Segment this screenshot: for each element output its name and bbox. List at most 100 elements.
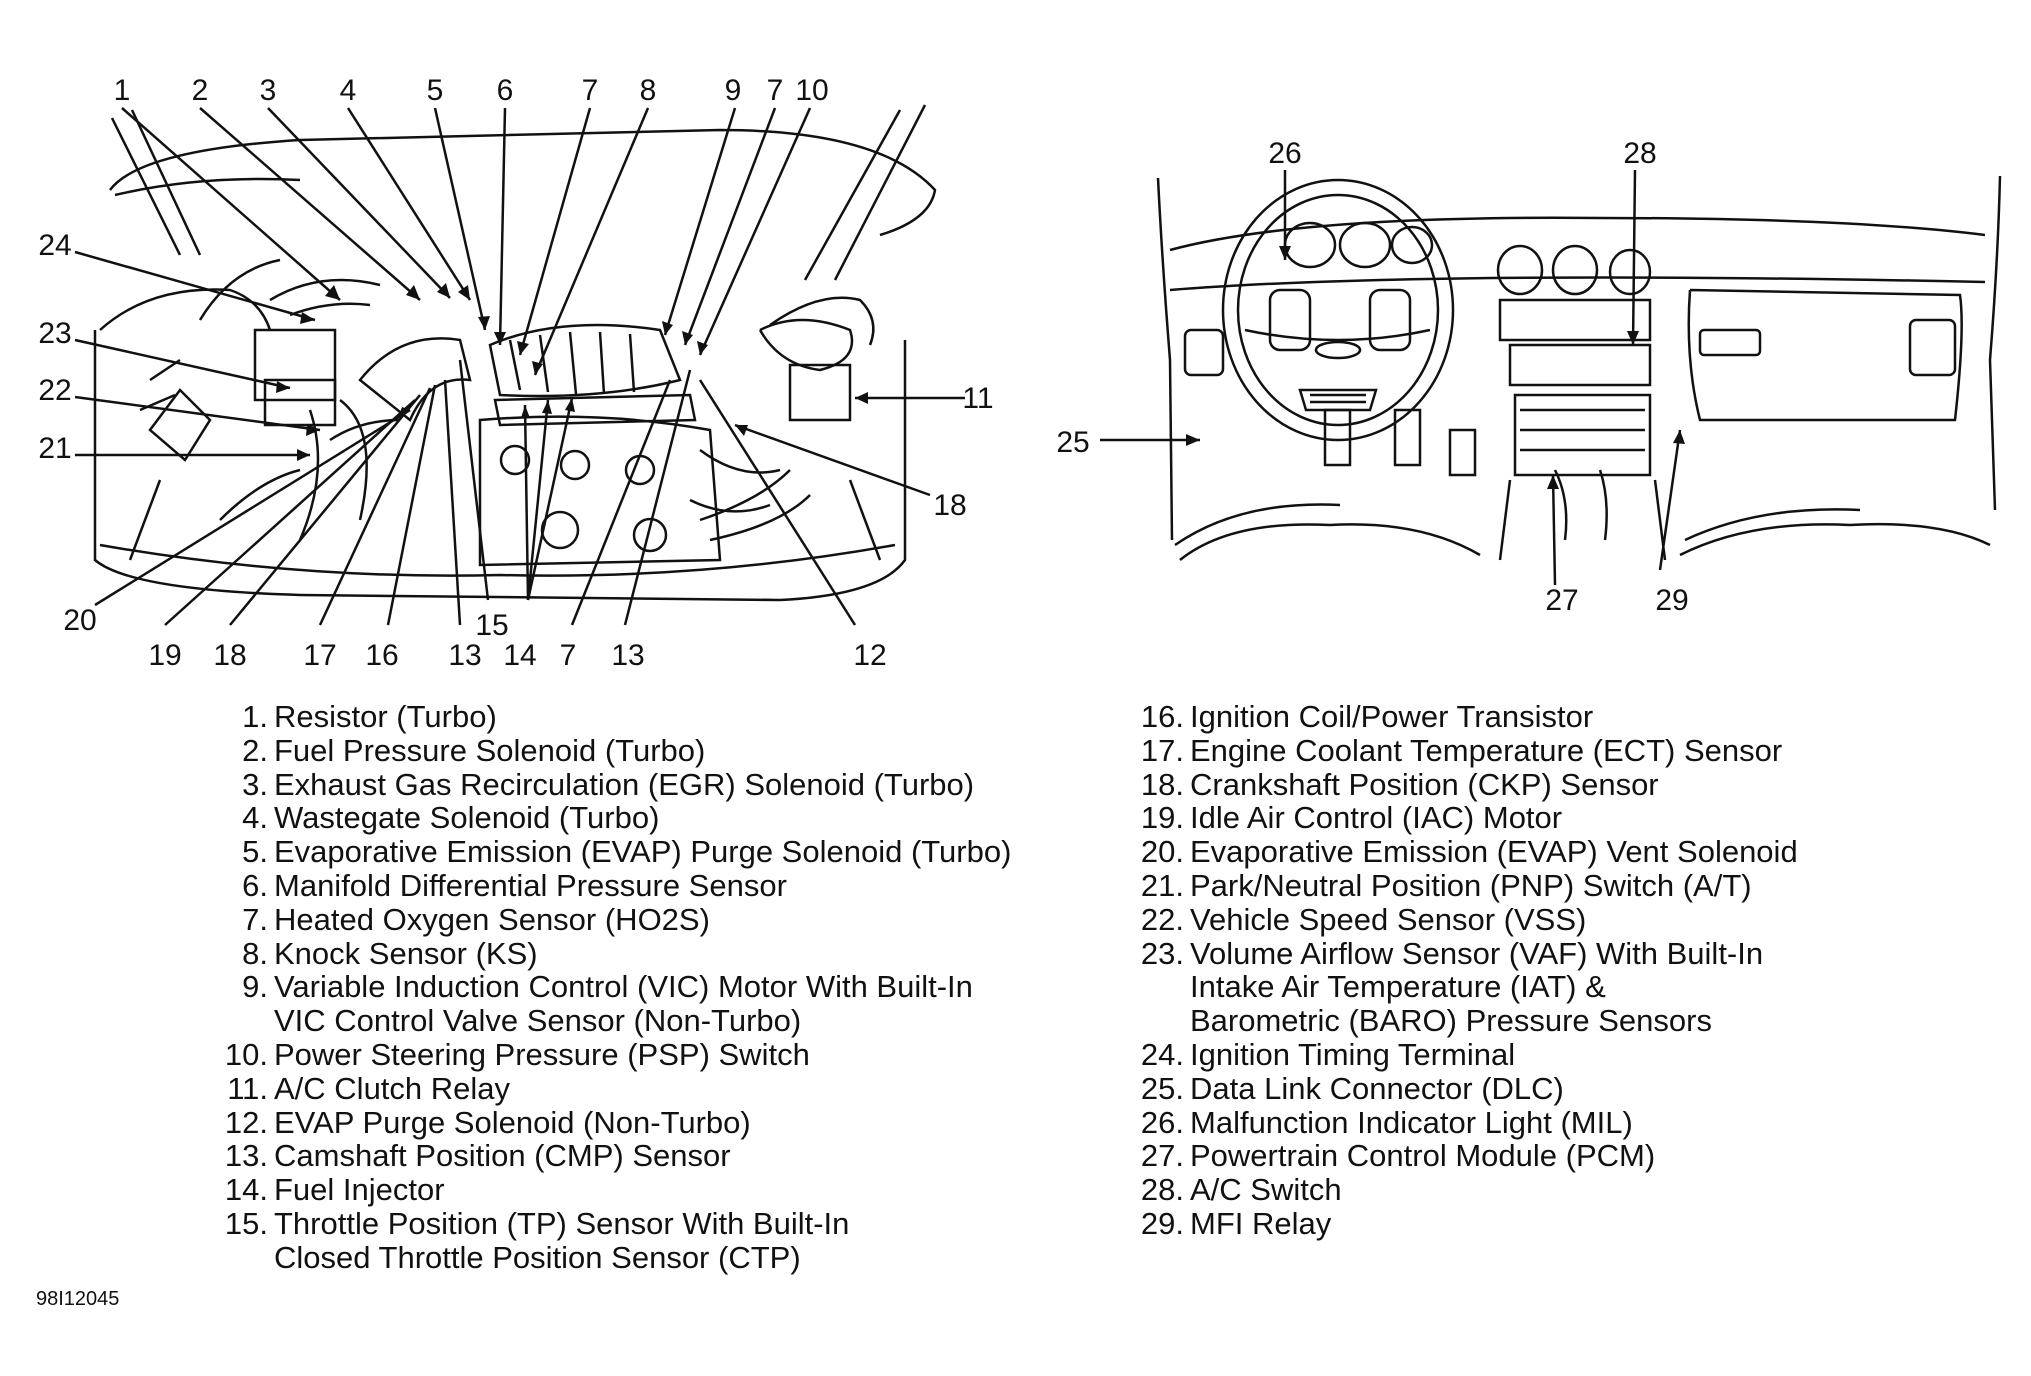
engine-callout-6: 6 bbox=[497, 74, 514, 107]
legend-item-number: 10. bbox=[224, 1036, 268, 1072]
legend-item-continuation: VIC Control Valve Sensor (Non-Turbo) bbox=[274, 1003, 802, 1039]
legend-item-number: 16. bbox=[1140, 699, 1184, 734]
engine-callout-17: 17 bbox=[303, 639, 336, 672]
legend-item: 16.Ignition Coil/Power Transistor bbox=[1128, 700, 1798, 734]
legend-item-text: Fuel Pressure Solenoid (Turbo) bbox=[274, 732, 706, 768]
legend-item-number: 5. bbox=[242, 834, 268, 870]
legend-item: 13.Camshaft Position (CMP) Sensor bbox=[210, 1139, 1011, 1173]
engine-callout-1: 1 bbox=[114, 74, 131, 107]
dash-callout-28: 28 bbox=[1623, 137, 1656, 170]
legend-item: 1.Resistor (Turbo) bbox=[210, 700, 1011, 734]
legend-item: 29.MFI Relay bbox=[1128, 1207, 1798, 1241]
engine-callout-leader-lines bbox=[74, 107, 965, 626]
legend-item: 12.EVAP Purge Solenoid (Non-Turbo) bbox=[210, 1105, 1011, 1140]
legend-item-text: Evaporative Emission (EVAP) Purge Soleno… bbox=[274, 834, 1012, 870]
legend-item: 9.Variable Induction Control (VIC) Motor… bbox=[210, 970, 1011, 1004]
engine-callout-22: 22 bbox=[38, 374, 71, 407]
legend-item: 5.Evaporative Emission (EVAP) Purge Sole… bbox=[210, 835, 1011, 869]
legend-item-text: Fuel Injector bbox=[274, 1172, 445, 1208]
legend-item-text: Wastegate Solenoid (Turbo) bbox=[274, 800, 660, 836]
engine-callout-12: 12 bbox=[853, 639, 886, 672]
legend-item: 22.Vehicle Speed Sensor (VSS) bbox=[1128, 902, 1798, 937]
legend-item-text: A/C Switch bbox=[1190, 1172, 1342, 1208]
legend-item-text: Park/Neutral Position (PNP) Switch (A/T) bbox=[1190, 867, 1752, 903]
legend-item-number: 9. bbox=[242, 969, 268, 1005]
legend-item-text: Power Steering Pressure (PSP) Switch bbox=[274, 1036, 810, 1072]
legend-item: 18.Crankshaft Position (CKP) Sensor bbox=[1128, 766, 1798, 802]
engine-callout-7: 7 bbox=[767, 74, 784, 107]
dash-callout-29: 29 bbox=[1655, 584, 1688, 617]
legend-item: 28.A/C Switch bbox=[1128, 1173, 1798, 1207]
legend-item-number: 15. bbox=[224, 1205, 268, 1241]
dashboard-illustration bbox=[1156, 175, 2002, 561]
engine-callout-13: 13 bbox=[611, 639, 644, 672]
legend-item-number: 14. bbox=[224, 1172, 268, 1208]
legend-item-number: 28. bbox=[1140, 1172, 1184, 1208]
figure-id: 98I12045 bbox=[36, 1288, 120, 1310]
legend-item-text: Ignition Coil/Power Transistor bbox=[1190, 699, 1594, 734]
legend-item-number: 27. bbox=[1140, 1138, 1184, 1174]
engine-callout-18: 18 bbox=[933, 489, 966, 522]
engine-callout-15: 15 bbox=[475, 609, 508, 642]
legend-item-text: A/C Clutch Relay bbox=[274, 1070, 511, 1106]
legend-item-number: 2. bbox=[242, 732, 268, 768]
legend-item-text: Data Link Connector (DLC) bbox=[1190, 1070, 1564, 1106]
legend-item: 2.Fuel Pressure Solenoid (Turbo) bbox=[210, 732, 1011, 768]
legend-item-number: 20. bbox=[1140, 834, 1184, 870]
legend-item-number: 21. bbox=[1140, 867, 1184, 903]
legend-item: 11.A/C Clutch Relay bbox=[210, 1070, 1011, 1106]
legend-item: 24.Ignition Timing Terminal bbox=[1128, 1038, 1798, 1072]
legend-item-number: 4. bbox=[242, 800, 268, 836]
engine-callout-11: 11 bbox=[962, 382, 993, 415]
legend-item: 20.Evaporative Emission (EVAP) Vent Sole… bbox=[1128, 835, 1798, 869]
engine-callout-7: 7 bbox=[582, 74, 599, 107]
legend-item-continuation: Intake Air Temperature (IAT) & bbox=[1190, 969, 1606, 1005]
dashboard-callout-arrowheads bbox=[1186, 246, 1685, 489]
legend-item: 4.Wastegate Solenoid (Turbo) bbox=[210, 801, 1011, 835]
legend-item-text: Crankshaft Position (CKP) Sensor bbox=[1190, 766, 1659, 802]
legend-item-text: Engine Coolant Temperature (ECT) Sensor bbox=[1190, 732, 1783, 768]
legend-item-text: MFI Relay bbox=[1190, 1205, 1332, 1241]
legend-item: 17.Engine Coolant Temperature (ECT) Sens… bbox=[1128, 732, 1798, 768]
legend-item: 14.Fuel Injector bbox=[210, 1173, 1011, 1207]
engine-callout-13: 13 bbox=[448, 639, 481, 672]
legend-item: 23.Volume Airflow Sensor (VAF) With Buil… bbox=[1128, 936, 1798, 971]
engine-callout-23: 23 bbox=[38, 317, 71, 350]
legend-item: 8.Knock Sensor (KS) bbox=[210, 935, 1011, 971]
engine-callout-2: 2 bbox=[192, 74, 209, 107]
legend-item-number: 6. bbox=[242, 867, 268, 903]
legend-item-text: Powertrain Control Module (PCM) bbox=[1190, 1138, 1656, 1174]
legend-item-number: 17. bbox=[1140, 732, 1184, 768]
legend-item-number: 24. bbox=[1140, 1036, 1184, 1072]
engine-callout-3: 3 bbox=[260, 74, 277, 107]
legend-item: 25.Data Link Connector (DLC) bbox=[1128, 1070, 1798, 1106]
legend-item-text: Camshaft Position (CMP) Sensor bbox=[274, 1138, 731, 1174]
engine-compartment-illustration bbox=[93, 104, 937, 602]
legend-item-number: 26. bbox=[1140, 1104, 1184, 1140]
legend-item-number: 18. bbox=[1140, 766, 1184, 802]
legend-item-text: Knock Sensor (KS) bbox=[274, 935, 538, 971]
legend-item-continuation: Closed Throttle Position Sensor (CTP) bbox=[274, 1239, 801, 1275]
engine-callout-4: 4 bbox=[340, 74, 357, 107]
legend-item-number: 29. bbox=[1140, 1205, 1184, 1241]
legend-item: 6.Manifold Differential Pressure Sensor bbox=[210, 869, 1011, 903]
legend-item-number: 13. bbox=[224, 1138, 268, 1174]
legend-item: 21.Park/Neutral Position (PNP) Switch (A… bbox=[1128, 869, 1798, 903]
legend-item: 19.Idle Air Control (IAC) Motor bbox=[1128, 801, 1798, 835]
engine-callout-arrowheads bbox=[276, 283, 868, 461]
legend-item: 15.Throttle Position (TP) Sensor With Bu… bbox=[210, 1207, 1011, 1241]
engine-callout-20: 20 bbox=[63, 604, 96, 637]
legend-item: 3.Exhaust Gas Recirculation (EGR) Soleno… bbox=[210, 767, 1011, 802]
engine-callout-24: 24 bbox=[38, 229, 71, 262]
engine-callout-5: 5 bbox=[427, 74, 444, 107]
engine-callout-21: 21 bbox=[38, 432, 71, 465]
legend-item-number: 7. bbox=[242, 901, 268, 937]
engine-callout-7: 7 bbox=[560, 639, 577, 672]
engine-callout-14: 14 bbox=[503, 639, 536, 672]
dashboard-callout-leader-lines bbox=[1100, 169, 1682, 586]
dash-callout-25: 25 bbox=[1056, 426, 1089, 459]
legend-left-column: 1.Resistor (Turbo)2.Fuel Pressure Soleno… bbox=[210, 700, 1012, 1275]
